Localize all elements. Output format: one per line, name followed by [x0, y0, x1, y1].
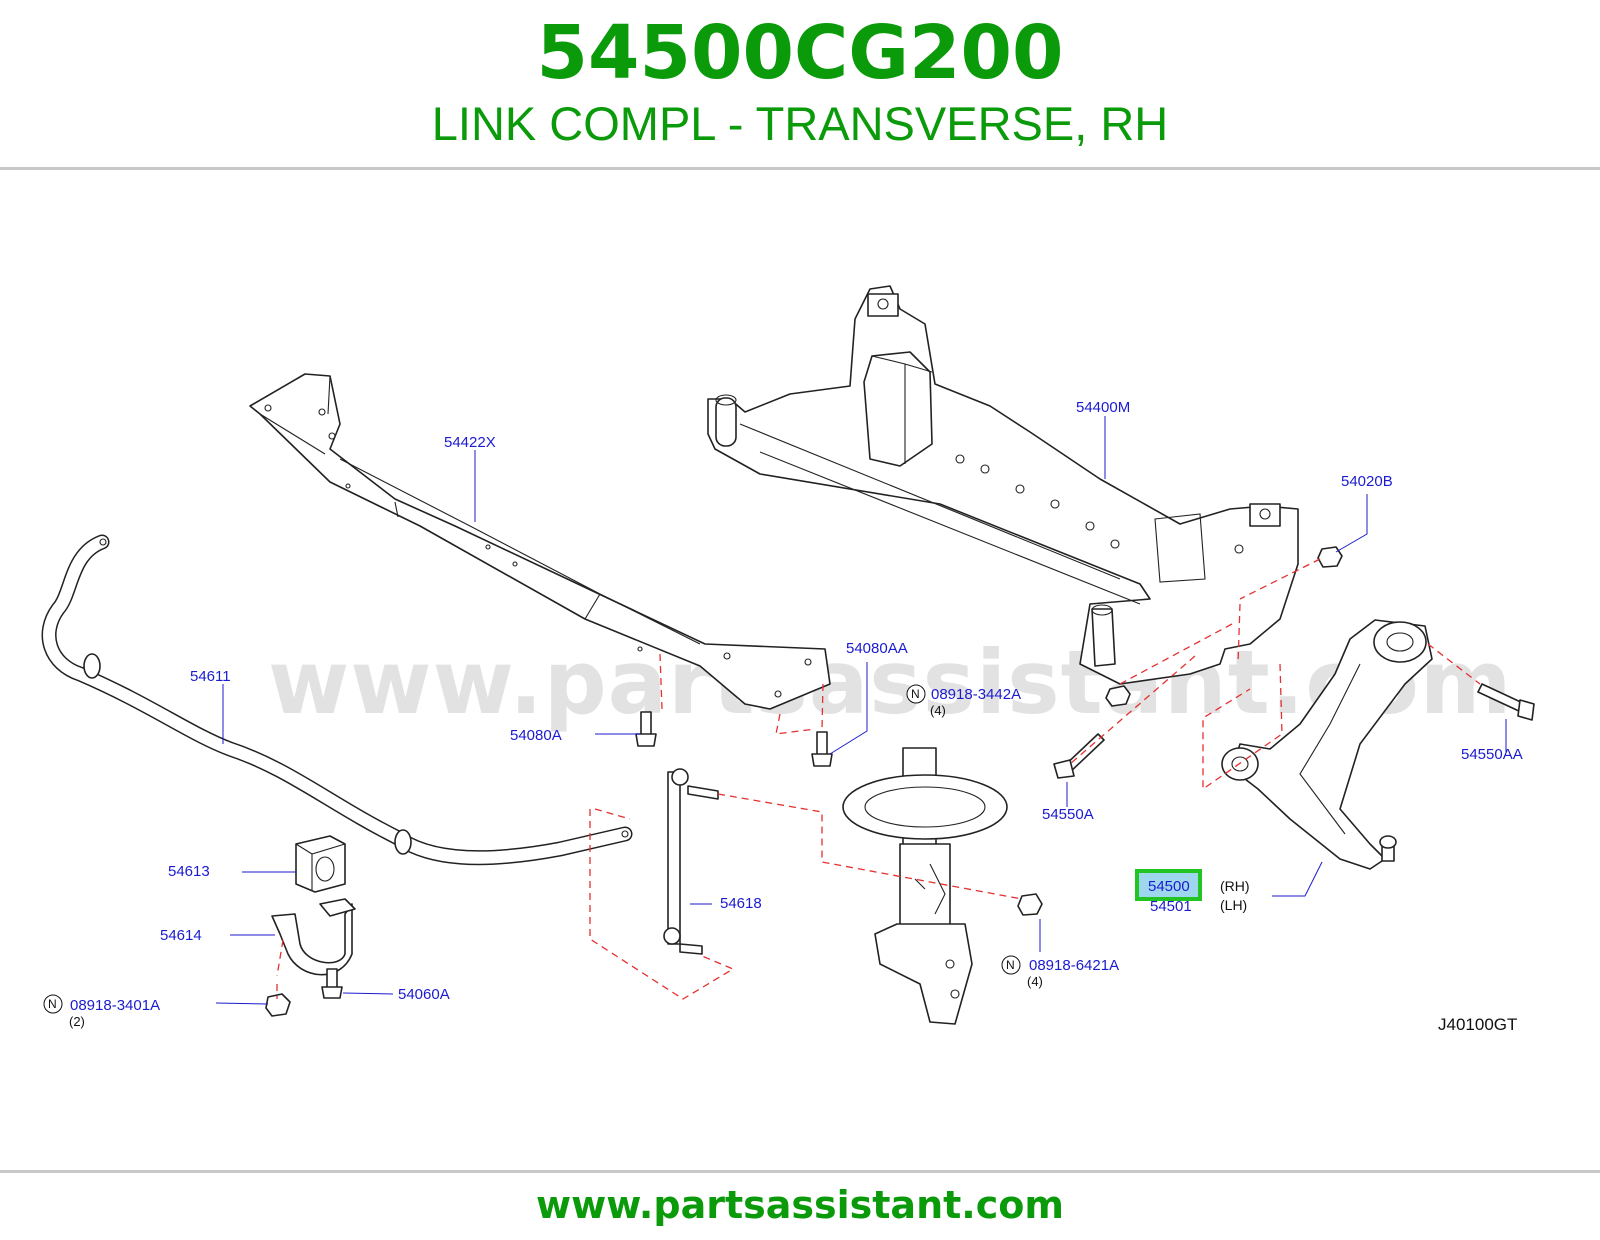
nut-symbol-text: N [1006, 958, 1015, 972]
nut-symbol-icon [1001, 955, 1021, 975]
nut-08918-6421a [1017, 893, 1043, 916]
qty-08918-6421a: (4) [1027, 974, 1043, 989]
label-54422x[interactable]: 54422X [444, 434, 496, 451]
stabilizer-link [663, 768, 719, 955]
stabilizer-bushing [295, 835, 346, 893]
nut-08918-3442a [1105, 685, 1131, 707]
label-54080a[interactable]: 54080A [510, 727, 562, 744]
label-54613[interactable]: 54613 [168, 863, 210, 880]
nut-54020b [1317, 546, 1343, 568]
label-54614[interactable]: 54614 [160, 927, 202, 944]
nut-symbol-text: N [911, 687, 920, 701]
suspension-member [707, 285, 1299, 685]
footer-url[interactable]: www.partsassistant.com [536, 1183, 1064, 1227]
label-54400m[interactable]: 54400M [1076, 399, 1130, 416]
footer-divider [0, 1170, 1600, 1173]
front-cross-member [249, 373, 831, 710]
label-54060a[interactable]: 54060A [398, 986, 450, 1003]
label-54500[interactable]: 54500 [1148, 878, 1190, 895]
strut-assembly [842, 747, 1008, 1025]
label-54550aa[interactable]: 54550AA [1461, 746, 1523, 763]
header-divider [0, 167, 1600, 170]
stabilizer-clamp [271, 898, 356, 976]
page-header: 54500CG200 LINK COMPL - TRANSVERSE, RH [0, 0, 1600, 170]
part-name-subtitle: LINK COMPL - TRANSVERSE, RH [431, 97, 1169, 150]
assembly-lines [276, 558, 1481, 1000]
label-08918-3442a[interactable]: 08918-3442A [931, 686, 1021, 703]
label-08918-6421a[interactable]: 08918-6421A [1029, 957, 1119, 974]
bolt-54550aa [1477, 683, 1535, 721]
part-number-title: 54500CG200 [536, 10, 1064, 96]
diagram-svg: 54422X 54400M 54020B 54080AA 54611 54080… [41, 285, 1535, 1034]
label-54080aa[interactable]: 54080AA [846, 640, 908, 657]
label-54501[interactable]: 54501 [1150, 898, 1192, 915]
side-lh: (LH) [1220, 897, 1247, 913]
label-54020b[interactable]: 54020B [1341, 473, 1393, 490]
qty-08918-3442a: (4) [930, 703, 946, 718]
nut-symbol-icon [906, 684, 926, 704]
bolt-54080aa [811, 731, 833, 767]
bolt-54060a [321, 968, 343, 999]
side-rh: (RH) [1220, 878, 1250, 894]
bolt-54550a [1053, 733, 1105, 779]
transverse-link [1221, 619, 1433, 870]
highlight-box [1135, 869, 1202, 901]
bolt-54080a [635, 711, 657, 747]
diagram-code: J40100GT [1438, 1015, 1517, 1034]
nut-symbol-text: N [48, 997, 57, 1011]
parts-diagram: www.partsassistant.com [0, 264, 1600, 1100]
nut-08918-3401a [265, 993, 291, 1017]
label-08918-3401a[interactable]: 08918-3401A [70, 997, 160, 1014]
nut-symbol-icon [43, 994, 63, 1014]
stabilizer-bar [41, 534, 633, 866]
qty-08918-3401a: (2) [69, 1014, 85, 1029]
label-54550a[interactable]: 54550A [1042, 806, 1094, 823]
label-54618[interactable]: 54618 [720, 895, 762, 912]
label-54611[interactable]: 54611 [190, 668, 231, 685]
leader-lines [215, 416, 1507, 1005]
